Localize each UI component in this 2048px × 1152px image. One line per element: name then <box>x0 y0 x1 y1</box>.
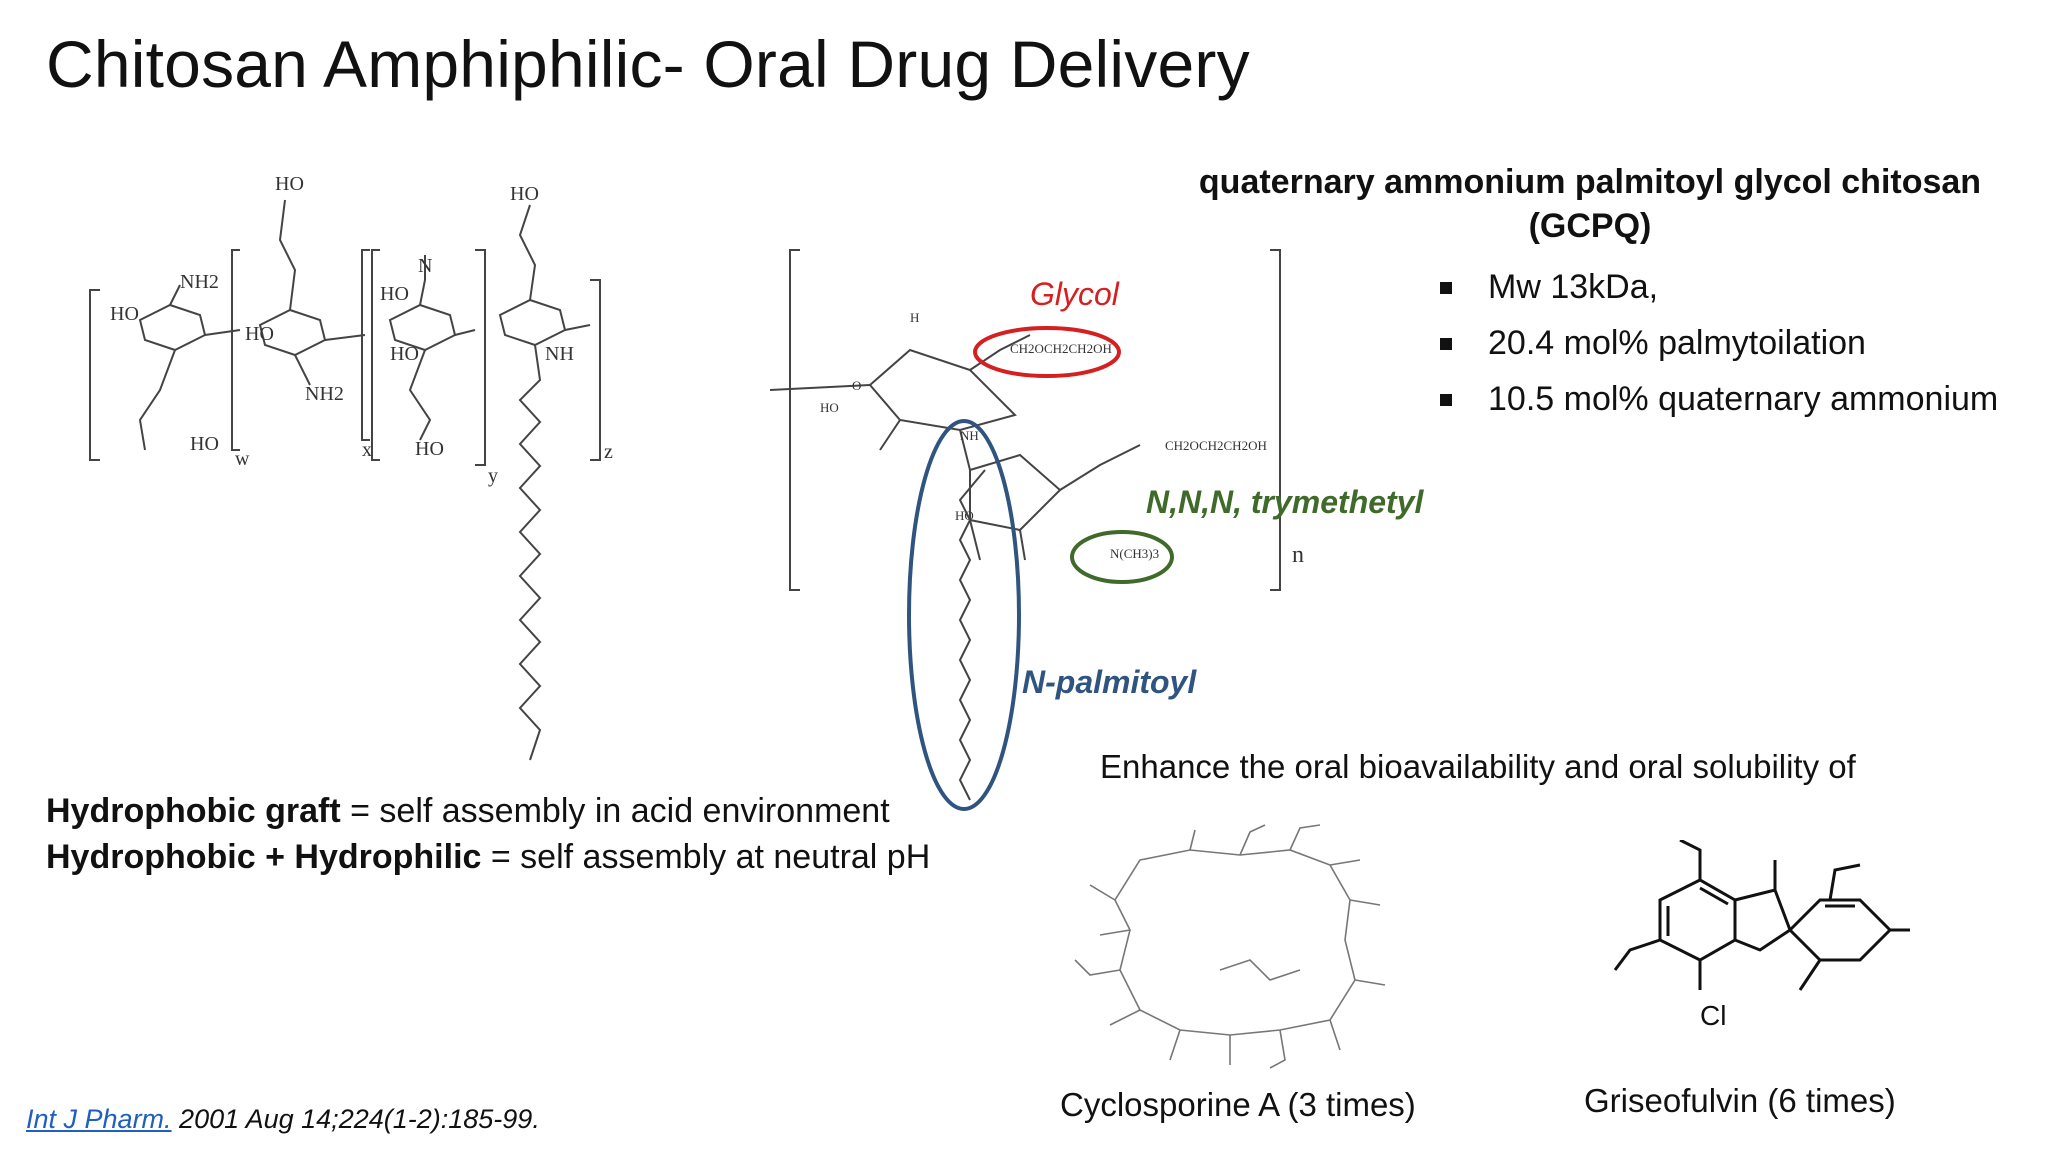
gcpq-title-line2: (GCPQ) <box>1528 207 1652 245</box>
slide-title: Chitosan Amphiphilic- Oral Drug Delivery <box>46 27 1250 101</box>
chem-label: HO <box>820 400 839 415</box>
claim-bold: Hydrophobic + Hydrophilic <box>46 838 482 876</box>
palmitoyl-label: N-palmitoyl <box>1022 664 1197 700</box>
gcpq-structure: H CH2OCH2CH2OH O HO NH CH2OCH2CH2OH HO N… <box>770 249 1304 811</box>
property-item: 10.5 mol% quaternary ammonium <box>1440 380 1998 436</box>
self-assembly-claims: Hydrophobic graft = self assembly in aci… <box>46 788 930 880</box>
chitosan-polymer-structure: HO NH2 HO HO HO NH2 HO N HO HO HO NH w x… <box>89 173 613 761</box>
property-text: 20.4 mol% palmytoilation <box>1488 324 1866 362</box>
chem-label: CH2OCH2CH2OH <box>1165 438 1267 453</box>
chem-label: HO <box>415 438 444 460</box>
chem-label: HO <box>110 303 139 325</box>
palmitoyl-highlight <box>907 419 1021 811</box>
gcpq-title: quaternary ammonium palmitoyl glycol chi… <box>1130 160 2048 248</box>
chem-label: y <box>488 465 498 487</box>
chem-label: HO <box>510 183 539 205</box>
chem-label: CH2OCH2CH2OH <box>1010 341 1112 356</box>
glycol-highlight <box>973 326 1121 378</box>
chem-label: HO <box>380 283 409 305</box>
chem-label: x <box>362 439 372 461</box>
gcpq-title-line1: quaternary ammonium palmitoyl glycol chi… <box>1198 163 1982 201</box>
bullet-icon <box>1440 394 1452 406</box>
property-item: 20.4 mol% palmytoilation <box>1440 324 1998 380</box>
trimethyl-label: N,N,N, trymethetyl <box>1146 484 1424 520</box>
glycol-label: Glycol <box>1030 276 1119 312</box>
enhance-statement: Enhance the oral bioavailability and ora… <box>1100 748 1856 785</box>
chem-label: H <box>910 310 919 325</box>
chem-label: NH2 <box>180 271 219 293</box>
claim-bold: Hydrophobic graft <box>46 792 341 830</box>
cyclosporine-structure <box>1074 824 1386 1069</box>
property-item: Mw 13kDa, <box>1440 268 1998 324</box>
bullet-icon <box>1440 338 1452 350</box>
gcpq-properties-list: Mw 13kDa, 20.4 mol% palmytoilation 10.5 … <box>1440 268 1998 436</box>
claim-text: = self assembly at neutral pH <box>481 838 931 876</box>
chem-label: n <box>1292 542 1304 568</box>
claim-line: Hydrophobic graft = self assembly in aci… <box>46 788 930 834</box>
chem-label: Cl <box>1700 1000 1726 1031</box>
chem-label: HO <box>190 433 219 455</box>
chem-label: N(CH3)3 <box>1110 546 1159 561</box>
chem-label: N <box>418 255 432 277</box>
chem-label: NH2 <box>305 383 344 405</box>
chem-label: HO <box>275 173 304 195</box>
griseofulvin-label: Griseofulvin (6 times) <box>1584 1082 1896 1119</box>
cyclosporine-label: Cyclosporine A (3 times) <box>1060 1086 1416 1123</box>
chem-label: NH <box>545 343 574 365</box>
chem-label: HO <box>245 323 274 345</box>
chem-label: w <box>235 448 250 470</box>
chem-label: O <box>852 378 861 393</box>
chem-label: NH <box>960 428 979 443</box>
chem-label: HO <box>390 343 419 365</box>
trimethyl-highlight <box>1070 530 1174 584</box>
claim-line: Hydrophobic + Hydrophilic = self assembl… <box>46 834 930 880</box>
claim-text: = self assembly in acid environment <box>340 792 890 830</box>
chem-label: z <box>604 441 613 463</box>
citation-link[interactable]: Int J Pharm. <box>26 1104 172 1134</box>
bullet-icon <box>1440 282 1452 294</box>
griseofulvin-structure: Cl <box>1613 840 1910 1031</box>
property-text: Mw 13kDa, <box>1488 268 1659 306</box>
property-text: 10.5 mol% quaternary ammonium <box>1488 380 1999 418</box>
citation: Int J Pharm. 2001 Aug 14;224(1-2):185-99… <box>26 1104 540 1135</box>
citation-text: 2001 Aug 14;224(1-2):185-99. <box>171 1104 540 1134</box>
